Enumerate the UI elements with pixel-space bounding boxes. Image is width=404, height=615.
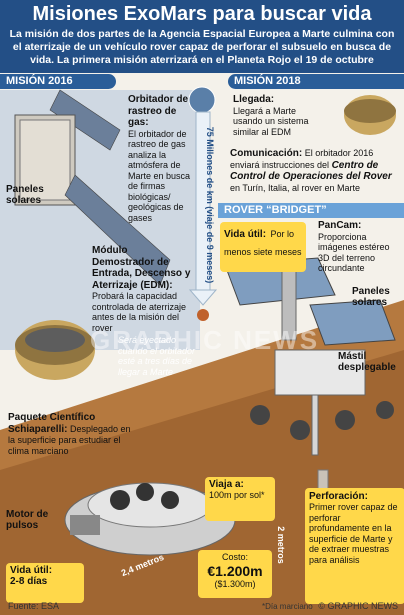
band-rover: ROVER “BRIDGET” <box>218 203 404 218</box>
solar-panels-left-label: Paneles solares <box>6 184 44 206</box>
vida-2016-label: Vida útil: <box>10 565 53 576</box>
perforacion-title: Perforación: <box>309 491 368 502</box>
orbiter-text: Orbitador de rastreo de gas: El orbitado… <box>128 94 198 223</box>
vida-2018-label: Vida útil: <box>224 229 267 240</box>
costo-value: €1.200m <box>207 562 263 579</box>
comunicacion-title: Comunicación: <box>230 148 303 159</box>
band-mision-2018: MISIÓN 2018 <box>228 74 404 89</box>
schiaparelli-body: Desplegado en la superficie para estudia… <box>8 423 131 456</box>
costo-box: Costo: €1.200m ($1.300m) <box>198 550 272 598</box>
distance-label: 75 Millones de km (viaje de 9 meses) <box>205 126 215 284</box>
comunicacion-italic: Centro de Control de Operaciones del Rov… <box>230 159 392 182</box>
orbiter-icon <box>14 89 171 286</box>
vida-2018-box: Vida útil: Por lo menos siete meses <box>220 222 306 272</box>
source: Fuente: ESA <box>8 601 60 611</box>
orbiter-body: El orbitador de rastreo de gas analiza l… <box>128 128 191 223</box>
subtitle: La misión de dos partes de la Agencia Es… <box>9 28 395 66</box>
edm-title: Módulo Demostrador de Entrada, Descenso … <box>92 245 191 291</box>
perforacion-box: Perforación: Primer rover capaz de perfo… <box>305 488 404 604</box>
costo-label: Costo: <box>221 552 248 562</box>
edm-capsule-icon <box>15 320 95 380</box>
llegada-body: Llegará a Marte usando un sistema simila… <box>233 105 309 137</box>
vida-2016-box: Vida útil: 2-8 días <box>6 563 84 603</box>
rover-capsule-icon <box>344 95 396 135</box>
comunicacion-body-1: El orbitador 2016 enviará instrucciones … <box>230 148 374 170</box>
edm-text: Módulo Demostrador de Entrada, Descenso … <box>92 245 192 333</box>
orbiter-title: Orbitador de rastreo de gas: <box>128 94 189 128</box>
watermark: GRAPHIC NEWS <box>90 325 320 355</box>
llegada-text: Llegada: Llegará a Marte usando un siste… <box>233 94 328 137</box>
pancam-title: PanCam: <box>318 220 362 231</box>
pancam-text: PanCam: Proporciona imágenes estéreo 3D … <box>318 220 400 274</box>
schiaparelli-title: Paquete Científico Schiaparelli: <box>8 412 96 435</box>
mars-icon <box>197 309 209 321</box>
costo-alt: ($1.300m) <box>214 578 256 589</box>
vida-2018-value: Por lo menos siete meses <box>224 229 302 257</box>
band-mision-2016: MISIÓN 2016 <box>0 74 116 89</box>
llegada-title: Llegada: <box>233 94 275 105</box>
dim-2m: 2 metros <box>275 526 286 564</box>
comunicacion-body-2: en Turín, Italia, al rover en Marte <box>230 182 361 193</box>
mastil-label: Mástil desplegable <box>338 351 396 373</box>
title: Misiones ExoMars para buscar vida <box>32 3 372 25</box>
viaja-label: Viaja a: <box>209 479 244 490</box>
vida-2016-value: 2-8 días <box>10 576 48 587</box>
credit: © GRAPHIC NEWS <box>318 601 398 611</box>
edm-body: Probará la capacidad controlada de aterr… <box>92 291 187 333</box>
schiaparelli-text: Paquete Científico Schiaparelli: Despleg… <box>8 412 138 456</box>
viaja-box: Viaja a: 100m por sol* <box>205 477 275 521</box>
ejection-text: Será eyectado cuando el orbitador esté a… <box>118 335 196 377</box>
motor-label: Motor de pulsos <box>6 509 49 531</box>
header: Misiones ExoMars para buscar vida La mis… <box>0 0 404 73</box>
viaja-value: 100m por sol* <box>209 490 265 500</box>
footnote: *Día marciano <box>262 602 313 611</box>
lander-icon <box>64 482 236 556</box>
solar-panels-right-label: Paneles solares <box>352 286 390 308</box>
pancam-body: Proporciona imágenes estéreo 3D del terr… <box>318 231 390 274</box>
perforacion-body: Primer rover capaz de perforar profundam… <box>309 502 398 565</box>
comunicacion-text: Comunicación: El orbitador 2016 enviará … <box>230 148 400 193</box>
